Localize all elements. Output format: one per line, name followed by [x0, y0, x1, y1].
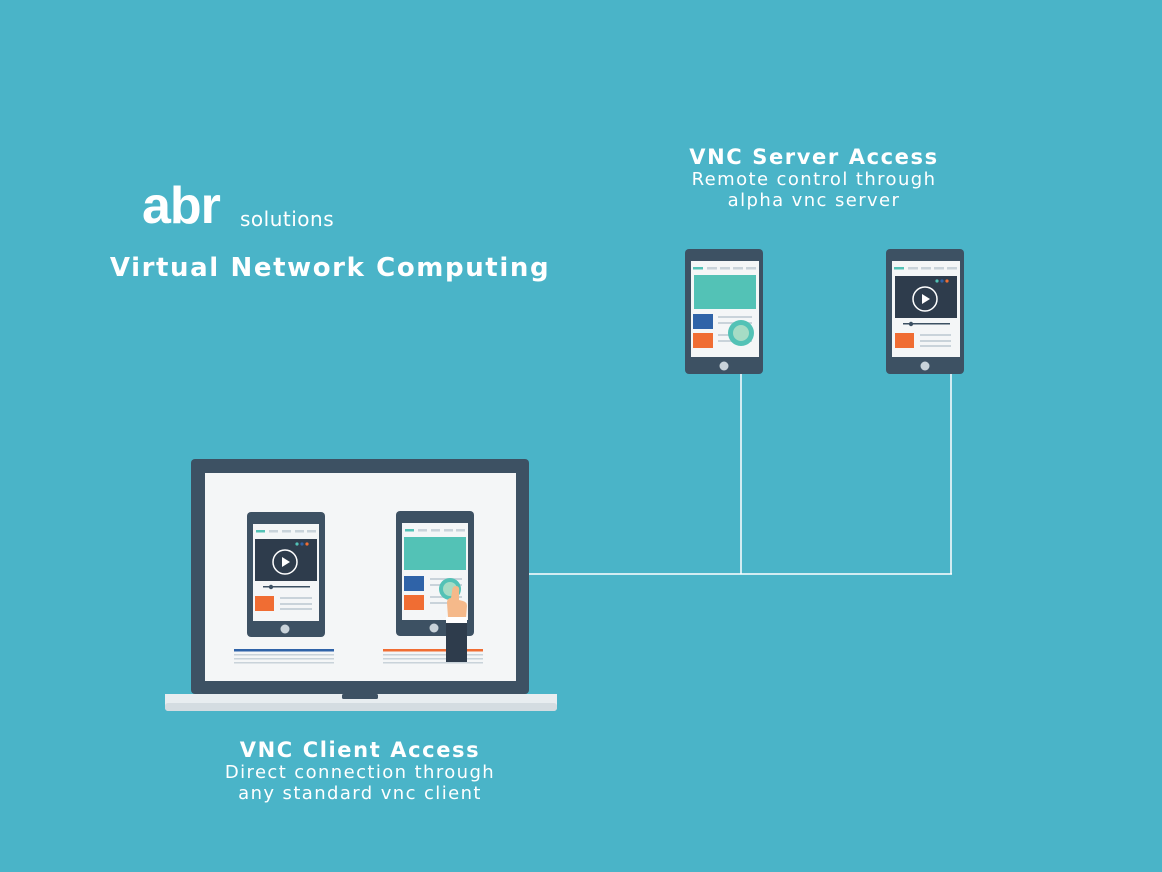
server-tablet-2-icon	[886, 249, 964, 374]
laptop-icon	[165, 459, 557, 711]
laptop-screen-tablet-video-icon	[247, 512, 325, 637]
connector-lines	[529, 372, 952, 574]
server-tablet-1-icon	[685, 249, 763, 374]
